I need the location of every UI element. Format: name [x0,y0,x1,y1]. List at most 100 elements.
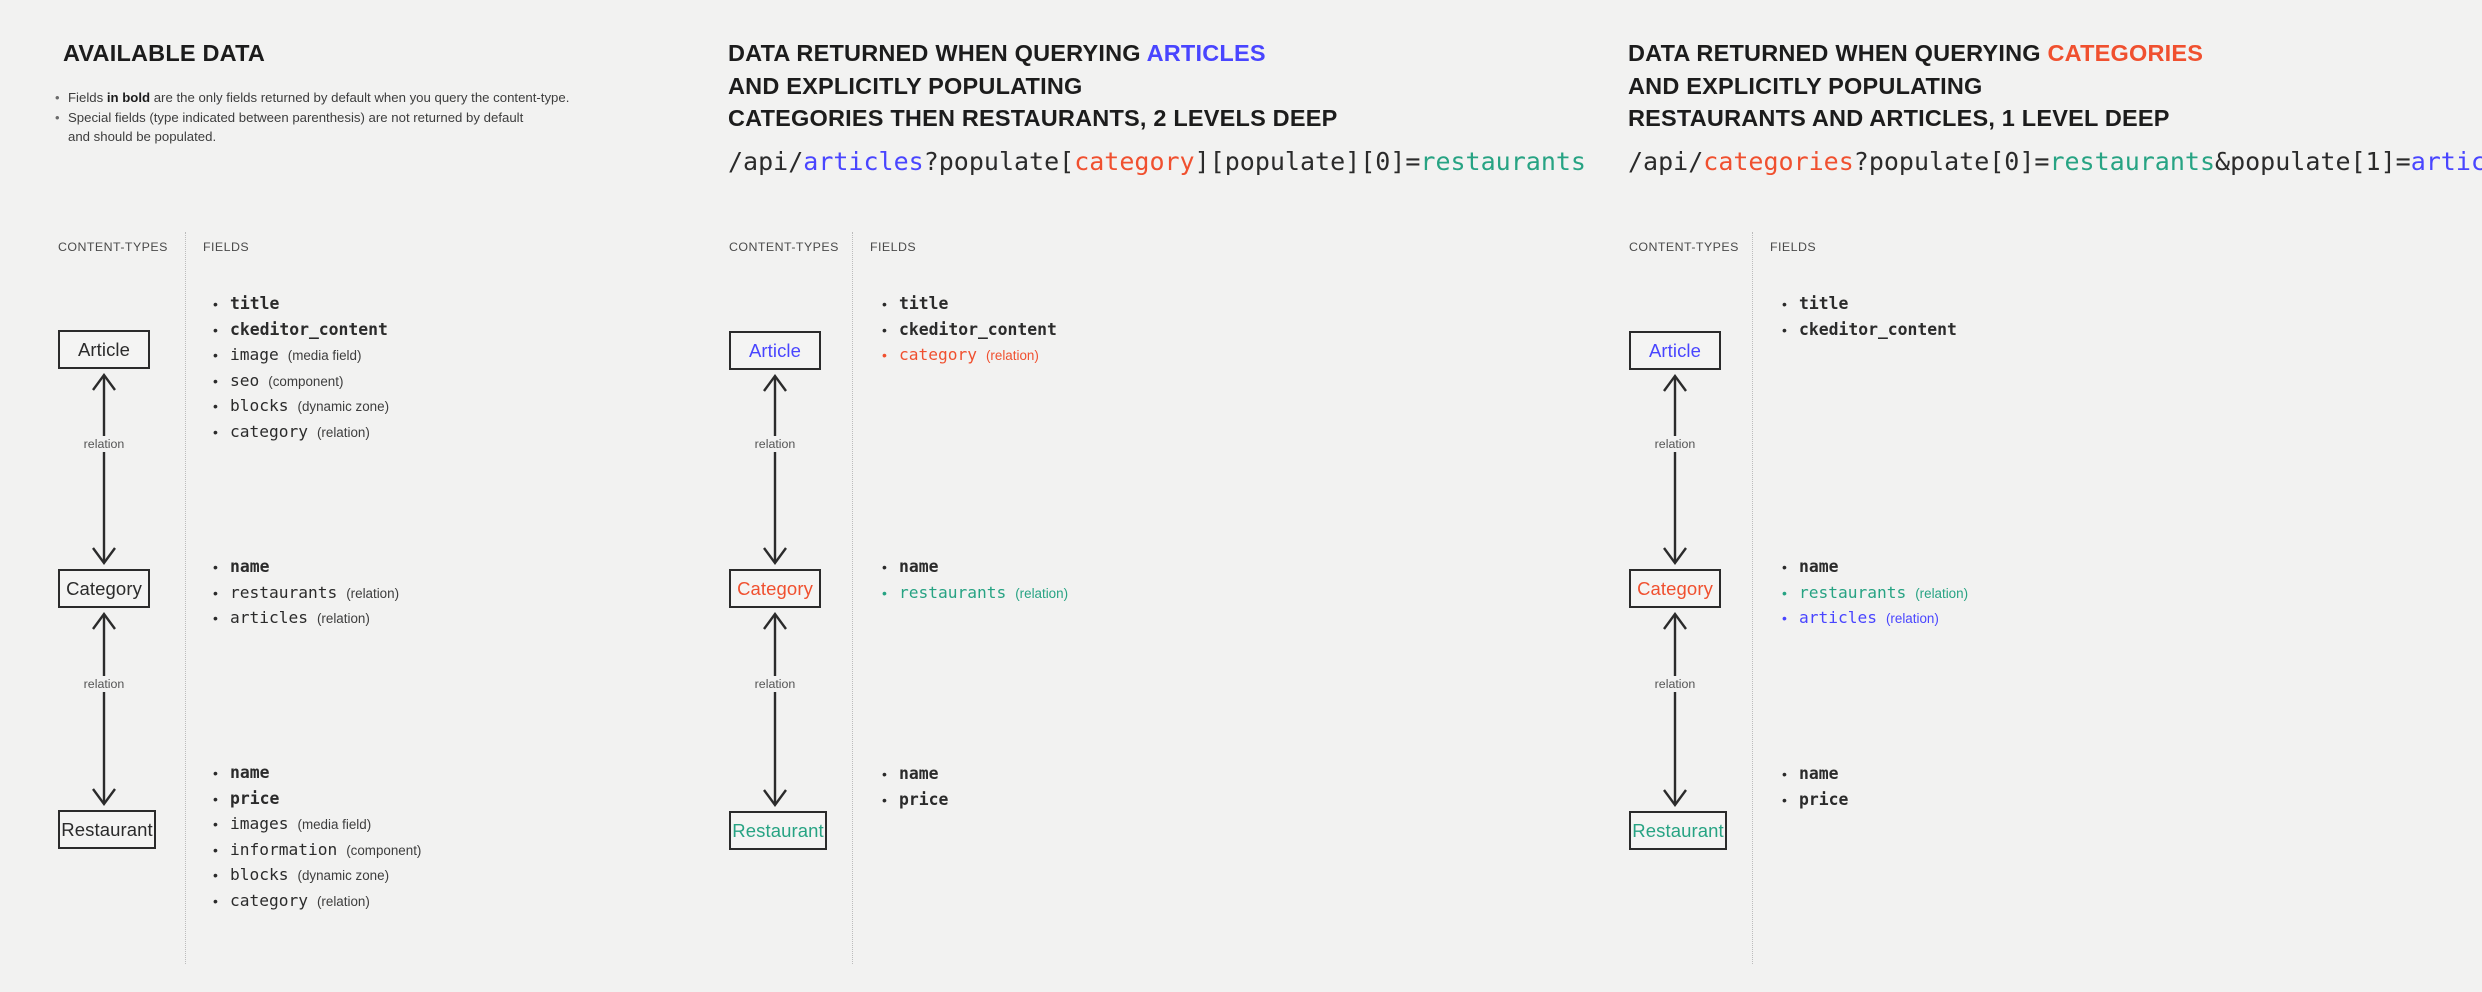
note1-rest: are the only fields returned by default … [150,90,570,105]
entity-box-category[interactable]: Category [58,569,150,608]
field-row: •title [213,292,389,318]
sublabel-fields: FIELDS [870,240,917,254]
entity-box-category-label: Category [1637,577,1713,599]
field-name: name [1799,764,1839,783]
field-name: ckeditor_content [230,319,388,339]
bullet-dot-icon: • [213,423,218,440]
bullet-dot-icon: • [882,791,887,808]
field-row: •name [882,762,948,788]
entity-box-article[interactable]: Article [58,330,150,369]
sublabel-fields: FIELDS [1770,240,1817,254]
relation-label: relation [78,676,130,692]
url-part-populate0: ?populate[0]= [1853,147,2050,176]
field-row: •images(media field) [213,812,421,838]
entity-box-article[interactable]: Article [1629,331,1721,370]
field-name: image [230,345,279,364]
field-row: •title [882,292,1057,318]
column-2-title: DATA RETURNED WHEN QUERYING ARTICLES AND… [728,37,1337,135]
field-row: •name [882,555,1068,581]
field-list-restaurant: •name•price [882,762,948,813]
entity-box-article-label: Article [77,338,131,360]
relation-arrow-category-restaurant: relation [1645,608,1705,808]
relation-arrow-article-category: relation [1645,370,1705,566]
relation-label: relation [1649,676,1701,692]
field-list-article: •title•ckeditor_content•category(relatio… [882,292,1057,369]
entity-box-restaurant[interactable]: Restaurant [1629,811,1727,850]
url-part-base: /api/ [1628,147,1704,176]
entity-box-category-label: Category [66,577,142,599]
field-name: restaurants [1799,582,1907,602]
field-type: (component) [268,373,344,389]
url-part-populate: ?populate[ [923,147,1075,176]
field-name: title [899,294,949,313]
field-row: •category(relation) [213,420,389,446]
bullet-dot-icon: • [213,321,218,338]
field-name: name [1799,557,1839,576]
field-row: •blocks(dynamic zone) [213,394,389,420]
double-arrow-icon [1663,373,1687,566]
legend-notes: • Fields in bold are the only fields ret… [55,88,615,147]
field-list-article: •title•ckeditor_content•image(media fiel… [213,292,389,445]
url-part-base: /api/ [728,147,804,176]
legend-note-1: • Fields in bold are the only fields ret… [55,88,615,108]
field-type: (dynamic zone) [297,399,390,414]
entity-box-category-label: Category [737,577,813,599]
sublabel-content-types: CONTENT-TYPES [58,240,168,254]
entity-box-restaurant[interactable]: Restaurant [729,811,827,850]
field-row: •name [1782,555,1968,581]
column-query-categories: DATA RETURNED WHEN QUERYING CATEGORIES A… [1600,0,2482,992]
field-list-category: •name • restaurants (relation) [882,555,1068,606]
field-row: •title [1782,292,1957,318]
bullet-dot-icon: • [213,765,218,781]
bullet-dot-icon: • [213,610,218,626]
field-name: restaurants [230,582,338,602]
sublabel-fields: FIELDS [203,240,250,254]
relation-arrow-category-restaurant: relation [745,608,805,808]
field-name: name [899,557,939,576]
relation-arrow-category-restaurant: relation [74,608,134,807]
column-3-title-line2: AND EXPLICITLY POPULATING [1628,72,1983,99]
field-type: (relation) [1015,585,1069,601]
bullet-dot-icon: • [213,372,218,389]
field-type: (dynamic zone) [297,868,390,883]
bullet-dot-icon: • [55,90,60,105]
bullet-dot-icon: • [213,398,218,414]
entity-box-category[interactable]: Category [1629,569,1721,608]
url-part-populate1: &populate[1]= [2215,147,2411,176]
column-2-title-line3: CATEGORIES THEN RESTAURANTS, 2 LEVELS DE… [728,105,1338,131]
column-2-title-accent: ARTICLES [1146,40,1266,66]
field-name: restaurants [899,582,1007,602]
field-row: •articles(relation) [213,606,399,632]
field-row: •seo(component) [213,369,389,395]
double-arrow-icon [763,611,787,808]
url-part-articles: articles [803,147,924,176]
query-url-articles: /api/articles?populate[category][populat… [728,147,1586,177]
entity-box-article-label: Article [748,339,802,361]
double-arrow-icon [1663,611,1687,808]
bullet-dot-icon: • [1782,296,1787,312]
field-row: •information(component) [213,838,421,864]
bullet-dot-icon: • [213,892,218,909]
entity-box-category[interactable]: Category [729,569,821,608]
field-name: articles [230,608,308,627]
bullet-dot-icon: • [213,816,218,832]
field-row: •name [213,555,399,581]
field-row: •price [882,788,948,814]
bullet-dot-icon: • [1782,766,1787,782]
field-row: •blocks(dynamic zone) [213,863,421,889]
double-arrow-icon [763,373,787,566]
field-name: price [1799,789,1849,809]
bullet-dot-icon: • [882,584,887,601]
field-row: •ckeditor_content [882,318,1057,344]
field-list-category: •name•restaurants(relation)•articles(rel… [213,555,399,632]
url-part-categories: categories [1703,147,1854,176]
column-3-title-accent: CATEGORIES [2047,40,2204,66]
entity-box-restaurant-label: Restaurant [732,819,824,841]
field-name: title [230,294,280,313]
entity-box-article[interactable]: Article [729,331,821,370]
field-row: • ckeditor_content [213,318,389,344]
bullet-dot-icon: • [882,347,887,363]
entity-box-restaurant[interactable]: Restaurant [58,810,156,849]
column-available-data: AVAILABLE DATA • Fields in bold are the … [0,0,860,992]
